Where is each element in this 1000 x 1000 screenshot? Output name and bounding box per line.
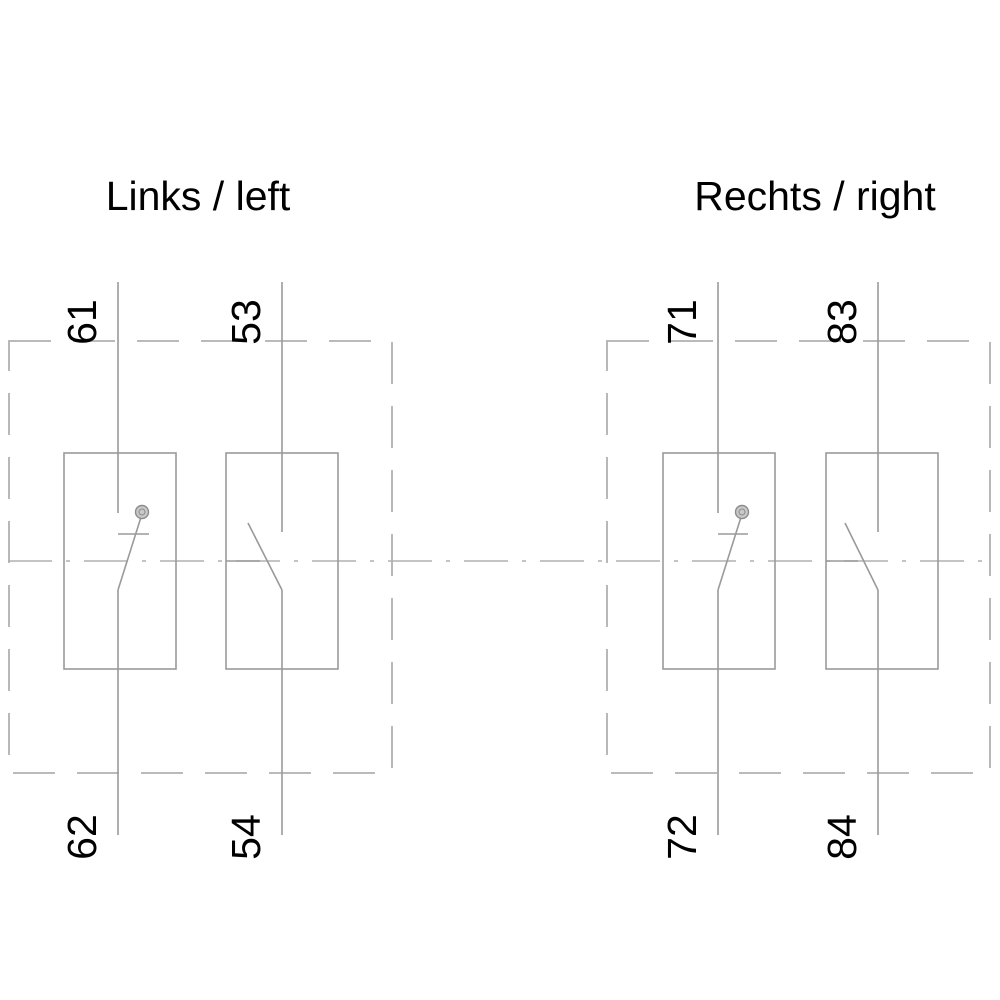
contact-body-right-nc [662, 452, 776, 670]
terminal-label-84: 84 [819, 814, 865, 860]
group-left: Links / left 61 62 [8, 173, 393, 860]
contact-blade-right-nc [717, 513, 743, 591]
group-boundary-left [8, 340, 393, 774]
group-title-left: Links / left [106, 173, 291, 219]
pivot-marker-icon-left-nc [134, 504, 150, 520]
terminal-label-72: 72 [659, 814, 705, 860]
contact-body-left-nc [63, 452, 177, 670]
contact-right-nc: 71 72 [659, 282, 776, 860]
group-right: Rechts / right 71 72 [606, 173, 991, 860]
pivot-marker-inner-icon-left-nc [138, 508, 146, 516]
contact-left-nc: 61 62 [59, 282, 177, 860]
contact-right-no: 83 84 [819, 282, 939, 860]
terminal-label-54: 54 [223, 814, 269, 860]
contact-left-no: 53 54 [223, 282, 339, 860]
group-boundary-right [606, 340, 991, 774]
contact-blade-left-no [247, 522, 283, 591]
terminal-label-71: 71 [659, 299, 705, 345]
terminal-label-61: 61 [59, 299, 105, 345]
contact-blade-left-nc [117, 513, 143, 591]
terminal-label-53: 53 [223, 299, 269, 345]
terminal-label-83: 83 [819, 299, 865, 345]
pivot-marker-icon-right-nc [734, 504, 750, 520]
contact-blade-right-no [844, 522, 879, 591]
terminal-label-62: 62 [59, 814, 105, 860]
pivot-marker-inner-icon-right-nc [738, 508, 746, 516]
group-title-right: Rechts / right [694, 173, 936, 219]
